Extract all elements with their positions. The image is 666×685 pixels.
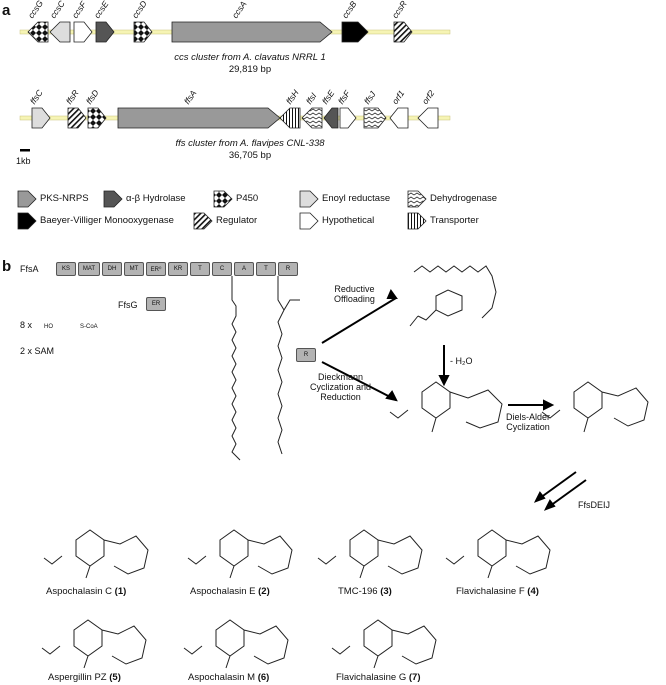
gene-ccsF [73,21,93,43]
legend-hydrolase: α-β Hydrolase [126,193,186,204]
reductive-offloading-text: Reductive Offloading [334,284,375,304]
gene-ccsG [27,21,49,43]
gene-ffsF [339,107,357,129]
domain-c: C [212,262,232,276]
malonyl-coa: S-CoA [80,324,98,330]
domain-mt: MT [124,262,144,276]
gene-ccsE [95,21,115,43]
legend-enoyl-reductase: Enoyl reductase [322,193,391,204]
diels-alder-text: Diels-Alder Cyclization [506,412,551,432]
legend-hypothetical: Hypothetical [322,215,375,226]
domain-dh: DH [102,262,122,276]
gene-ffsH [279,107,301,129]
domain-kr: KR [168,262,188,276]
polyketide-chains [231,276,300,461]
ffs-gene-arrows [31,107,439,129]
product-7-name: Flavichalasine G (7) [336,672,421,683]
product-2-name: Aspochalasin E (2) [190,586,270,597]
domain-r: R [278,262,298,276]
r-domain-box: R [296,348,316,362]
scale-label: 1kb [16,156,31,166]
dieckmann-text: Dieckmann Cyclization and Reduction [310,372,372,402]
domain-t2: T [256,262,276,276]
gene-ffsA [117,107,281,129]
gene-ffsE [323,107,339,129]
legend-regulator: Regulator [216,215,258,226]
legend-pks-nrps: PKS-NRPS [40,193,89,204]
legend-transporter: Transporter [430,215,479,226]
product-4-name: Flavichalasine F (4) [456,586,539,597]
domain-a: A [234,262,254,276]
ffsdeij-text: FfsDEIJ [578,500,611,510]
gene-ffsC [31,107,51,129]
reaction-arrows [321,288,587,511]
gene-ccsD [133,21,153,43]
gene-ccsR [393,21,413,43]
gene-ffsJ [363,107,387,129]
domain-er0: ER⁰ [146,262,166,276]
ffsA-label: FfsA [20,264,39,274]
malonyl-ho: HO [44,324,53,330]
gene-ccsA [171,21,333,43]
scale-bar [20,149,30,152]
product-3-name: TMC-196 (3) [338,586,392,597]
gene-ffsD [87,107,107,129]
product-1-name: Aspochalasin C (1) [46,586,127,597]
legend-p450: P450 [236,193,259,204]
water-loss-text: - H₂O [450,356,473,366]
panel-a-letter: a [2,2,11,19]
ffsG-label: FfsG [118,300,138,310]
gene-ffsI [301,107,323,129]
product-5-name: Aspergillin PZ (5) [48,672,121,683]
legend-bvmo: Baeyer-Villiger Monooxygenase [40,215,174,226]
sam-count: 2 x SAM [20,346,55,356]
gene-ffsR [67,107,87,129]
legend-icons [17,190,427,230]
ffs-caption: ffs cluster from A. flavipes CNL-338 36,… [175,138,325,161]
panel-b-letter: b [2,258,12,275]
domain-t1: T [190,262,210,276]
malonyl-count: 8 x [20,320,33,330]
ffsG-er-domain: ER [146,297,166,311]
ccs-gene-arrows [27,21,413,43]
gene-ccsC [49,21,71,43]
molecule-sketches [389,265,649,433]
gene-orf2 [417,107,439,129]
gene-ccsB [341,21,369,43]
gene-orf1 [389,107,409,129]
domain-mat: MAT [78,262,100,276]
product-6-name: Aspochalasin M (6) [188,672,270,683]
ccs-caption: ccs cluster from A. clavatus NRRL 1 29,8… [174,52,326,75]
legend-dehydrogenase: Dehydrogenase [430,193,498,204]
product-sketches [41,529,551,669]
domain-ks: KS [56,262,76,276]
